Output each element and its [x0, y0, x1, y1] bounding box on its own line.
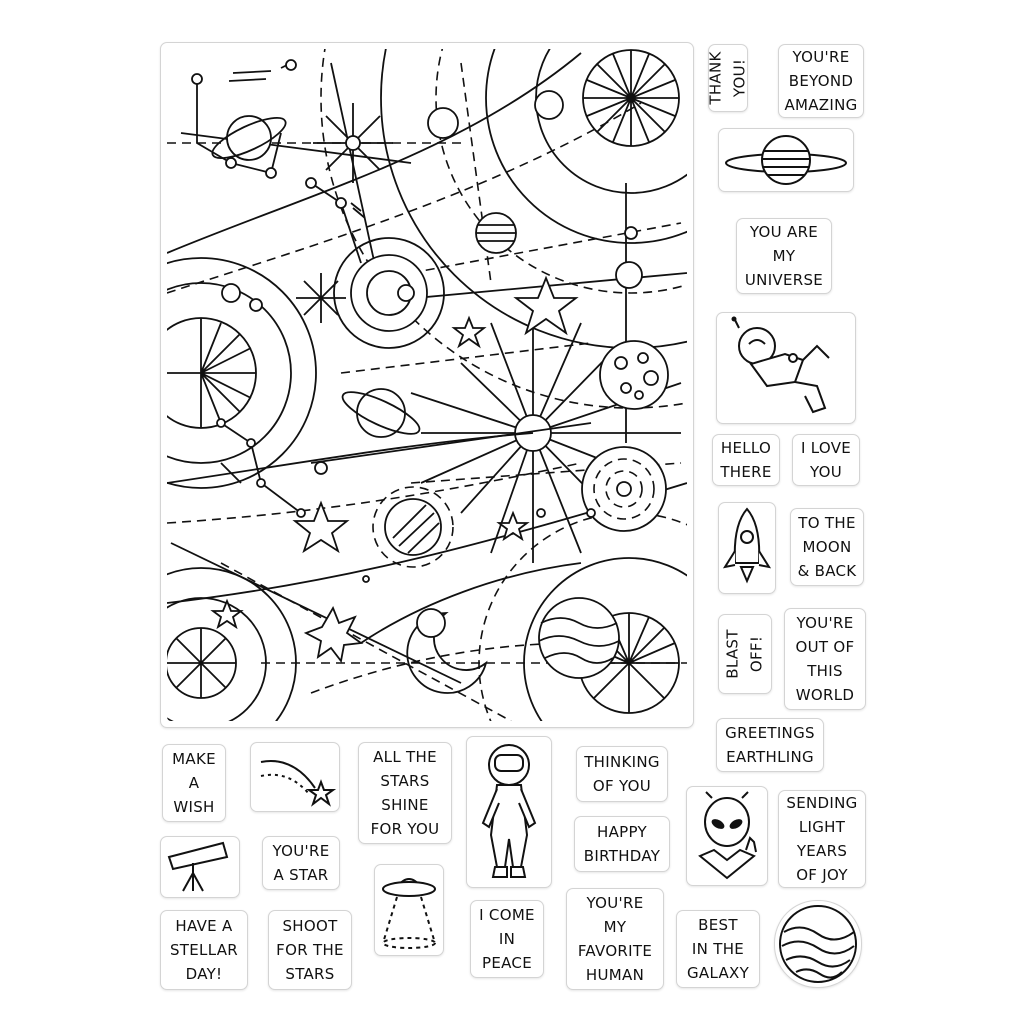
come-in-peace-stamp: I COME IN PEACE [470, 900, 544, 978]
orbit-planet-icon [333, 237, 445, 349]
stellar-day-stamp: HAVE A STELLAR DAY! [160, 910, 248, 990]
comet-icon [228, 62, 292, 82]
youre-a-star-stamp: YOU'RE A STAR [262, 836, 340, 890]
blast-off-stamp: BLAST OFF! [718, 614, 772, 694]
moon-phase-icon [427, 90, 564, 139]
best-in-galaxy-stamp: BEST IN THE GALAXY [676, 910, 760, 988]
happy-birthday-stamp: HAPPY BIRTHDAY [574, 816, 670, 872]
shooting-star-icon [260, 760, 337, 807]
blast-off-text: BLAST OFF! [724, 629, 766, 679]
make-a-wish-stamp: MAKE A WISH [162, 744, 226, 822]
starburst-small-icon [313, 103, 393, 183]
star-icon [210, 275, 579, 664]
alien-icon [698, 791, 757, 880]
hello-there-stamp: HELLO THERE [712, 434, 780, 486]
shoot-for-stars-text: SHOOT FOR THE STARS [276, 917, 344, 983]
i-love-you-stamp: I LOVE YOU [792, 434, 860, 486]
favorite-human-text: YOU'RE MY FAVORITE HUMAN [577, 894, 653, 984]
hello-there-text: HELLO THERE [720, 439, 772, 481]
cosmos-background-stamp [160, 42, 694, 728]
ringed-planet-middle-icon [341, 388, 421, 438]
shoot-for-stars-stamp: SHOOT FOR THE STARS [268, 910, 352, 990]
my-universe-stamp: YOU ARE MY UNIVERSE [736, 218, 832, 294]
wavy-planet-stamp [774, 900, 862, 988]
sending-light-stamp: SENDING LIGHT YEARS OF JOY [778, 790, 866, 888]
out-of-world-stamp: YOU'RE OUT OF THIS WORLD [784, 608, 866, 710]
rocket-stamp [718, 502, 776, 594]
ufo-stamp [374, 864, 444, 956]
ringed-planet-icon [211, 115, 287, 161]
greetings-stamp: GREETINGS EARTHLING [716, 718, 824, 772]
sending-light-text: SENDING LIGHT YEARS OF JOY [786, 794, 858, 884]
favorite-human-stamp: YOU'RE MY FAVORITE HUMAN [566, 888, 664, 990]
best-in-galaxy-text: BEST IN THE GALAXY [686, 916, 750, 982]
sun-left-icon [167, 257, 317, 489]
spiral-planet-icon [581, 446, 667, 532]
astronaut-stamp [466, 736, 552, 888]
stellar-day-text: HAVE A STELLAR DAY! [169, 917, 238, 983]
crescent-moon-icon [406, 608, 488, 694]
cratered-planet-icon [599, 340, 669, 410]
ringed-planet-stamp [718, 128, 854, 192]
all-the-stars-text: ALL THE STARS SHINE FOR YOU [370, 748, 440, 838]
beyond-amazing-stamp: YOU'RE BEYOND AMAZING [778, 44, 864, 118]
come-in-peace-text: I COME IN PEACE [479, 906, 535, 972]
out-of-world-text: YOU'RE OUT OF THIS WORLD [795, 614, 855, 704]
thinking-of-you-stamp: THINKING OF YOU [576, 746, 668, 802]
my-universe-text: YOU ARE MY UNIVERSE [744, 223, 824, 289]
make-a-wish-text: MAKE A WISH [172, 750, 216, 816]
astronaut-icon [481, 744, 537, 878]
ufo-icon [382, 878, 436, 949]
hatched-planet-icon [372, 486, 454, 568]
i-love-you-text: I LOVE YOU [800, 439, 852, 481]
telescope-icon [167, 841, 229, 892]
rocket-icon [722, 507, 772, 584]
greetings-text: GREETINGS EARTHLING [725, 724, 815, 766]
alien-stamp [686, 786, 768, 886]
shooting-star-stamp [250, 742, 340, 812]
thank-you-text: THANK YOU! [707, 51, 750, 105]
telescope-stamp [160, 836, 240, 898]
wavy-planet-icon [538, 597, 620, 679]
constellation-icon [191, 73, 362, 518]
connector-dots [221, 226, 643, 583]
beyond-amazing-text: YOU'RE BEYOND AMAZING [784, 48, 858, 114]
thinking-of-you-text: THINKING OF YOU [584, 753, 660, 795]
happy-birthday-text: HAPPY BIRTHDAY [583, 823, 661, 865]
saturn-icon [725, 135, 847, 185]
swirl-planet-icon [779, 905, 857, 983]
striped-planet-icon [475, 212, 517, 254]
all-the-stars-stamp: ALL THE STARS SHINE FOR YOU [358, 742, 452, 844]
floating-astronaut-icon [731, 316, 830, 414]
sun-bottom-left-icon [167, 567, 297, 721]
thank-you-stamp: THANK YOU! [707, 44, 749, 112]
youre-a-star-text: YOU'RE A STAR [272, 842, 330, 884]
moon-and-back-stamp: TO THE MOON & BACK [790, 508, 864, 586]
cosmos-illustration [167, 49, 687, 721]
floating-astronaut-stamp [716, 312, 856, 424]
moon-and-back-text: TO THE MOON & BACK [797, 514, 857, 580]
